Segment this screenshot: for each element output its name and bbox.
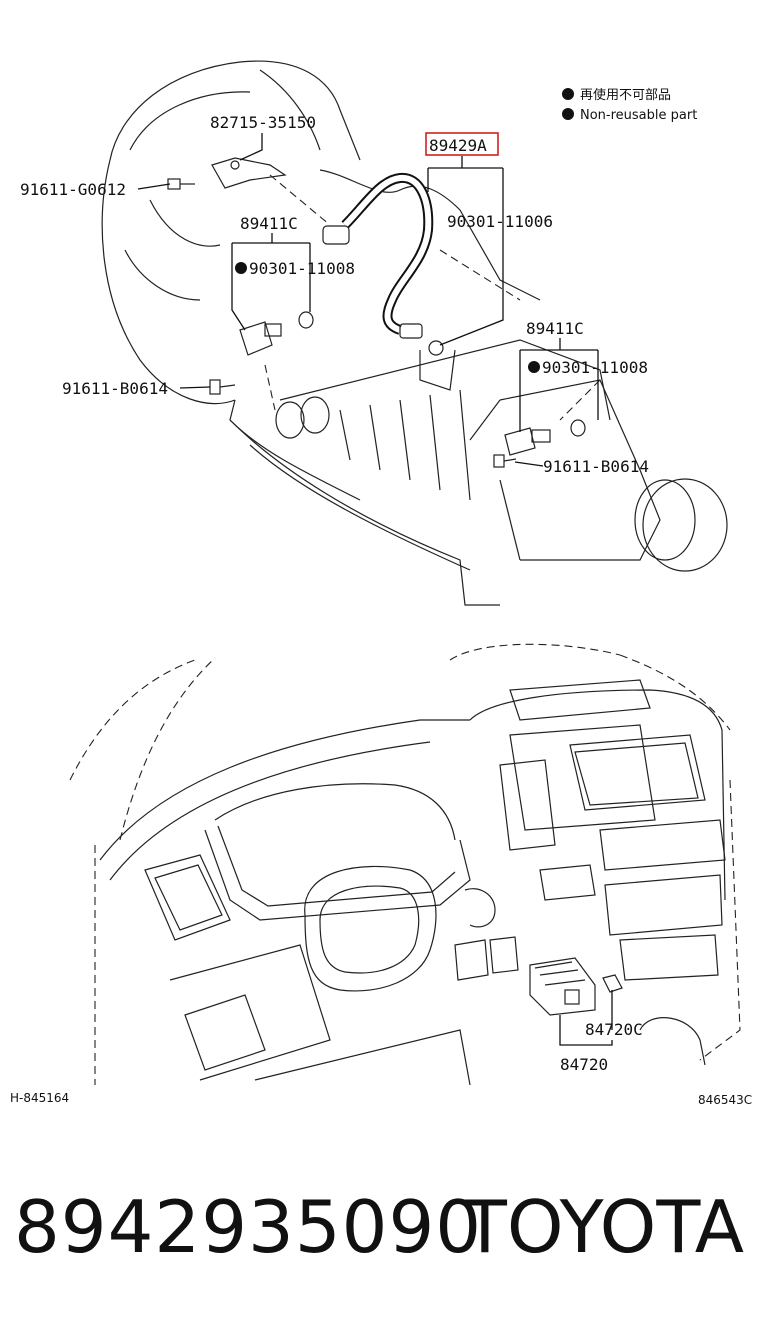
legend-item-en: Non-reusable part [580, 108, 697, 123]
label-oring-right: 90301-11006 [447, 212, 553, 231]
label-oring-left: 90301-11008 [249, 259, 355, 278]
bolt-icon [209, 379, 236, 395]
footer: 8942935090 TOYOTA [0, 1185, 760, 1285]
speed-sensor-harness [322, 172, 444, 356]
label-bolt-right: 91611-B0614 [543, 457, 649, 476]
part-number: 8942935090 [14, 1185, 483, 1269]
bolt-icon [493, 454, 517, 468]
legend-dot-icon [562, 88, 574, 100]
label-sensor-left: 89411C [240, 214, 298, 233]
diagram-code-left: H-845164 [10, 1091, 69, 1105]
highlight-box [425, 132, 499, 156]
diagram-code-right: 846543C [698, 1093, 752, 1107]
bolt-icon [167, 178, 195, 190]
transmission-sketch [101, 60, 728, 606]
label-bolt-left: 91611-G0612 [20, 180, 126, 199]
label-bolt-left-lower: 91611-B0614 [62, 379, 168, 398]
speed-sensor-left [239, 311, 314, 356]
legend-item-jp: 再使用不可部品 [580, 87, 671, 103]
label-bracket: 82715-35150 [210, 113, 316, 132]
legend-dot-icon [562, 108, 574, 120]
legend: 再使用不可部品 Non-reusable part [562, 87, 697, 123]
non-reusable-dot-icon [235, 262, 247, 274]
label-switch-bulb: 84720C [585, 1020, 643, 1039]
label-switch: 84720 [560, 1055, 608, 1074]
non-reusable-dot-icon [528, 361, 540, 373]
dashboard-sketch [69, 643, 741, 1086]
label-sensor-right: 89411C [526, 319, 584, 338]
brand-name: TOYOTA [462, 1185, 744, 1269]
label-highlighted-part: 89429A [429, 136, 487, 155]
speed-sensor-right [504, 419, 586, 456]
label-oring-right-lower: 90301-11008 [542, 358, 648, 377]
switch-assembly [529, 957, 623, 1016]
bracket-part [211, 157, 287, 189]
